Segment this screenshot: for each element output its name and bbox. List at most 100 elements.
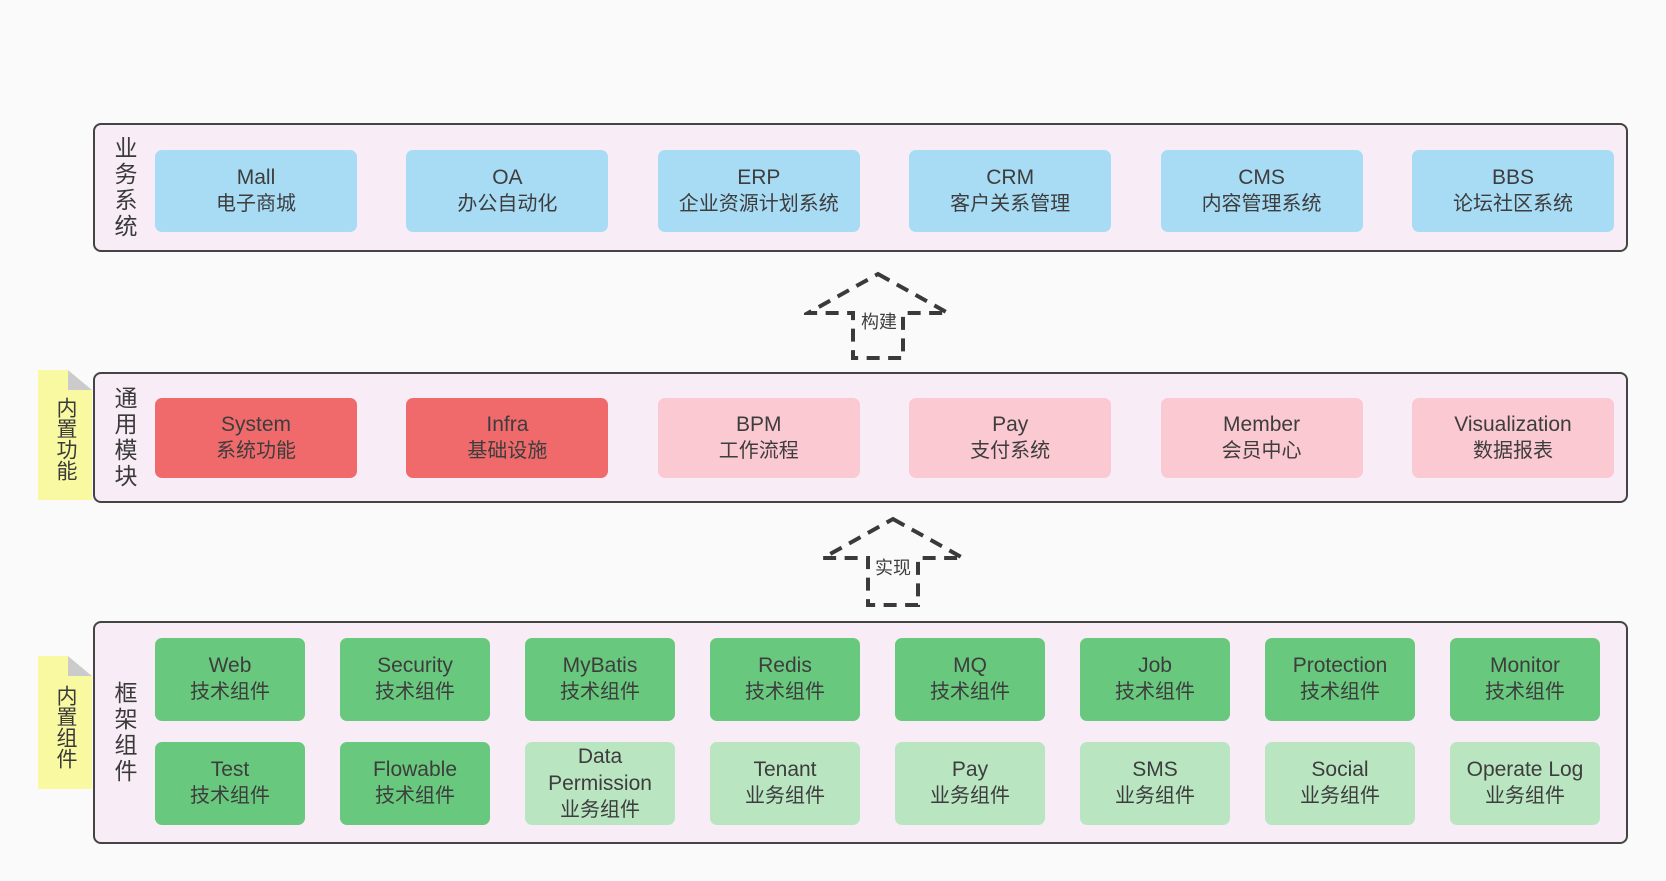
sticky-fold-corner [68, 370, 92, 390]
box-title: OA [492, 165, 523, 189]
box-infra: Infra 基础设施 [406, 398, 609, 478]
box-title: Mall [236, 165, 276, 189]
panel-side-label: 框架组件 [111, 680, 137, 785]
box-subtitle: 基础设施 [467, 439, 548, 462]
box-title: Job [1138, 654, 1172, 678]
panel-side-label: 业务系统 [111, 135, 137, 240]
box-subtitle: 业务组件 [1115, 785, 1195, 808]
box-title: MyBatis [562, 654, 638, 678]
box-bbs: BBS 论坛社区系统 [1411, 150, 1614, 232]
box-flowable: Flowable 技术组件 [340, 742, 490, 825]
box-title: CRM [986, 165, 1035, 189]
panel-side-label: 通用模块 [111, 385, 137, 490]
box-social: Social 业务组件 [1265, 742, 1415, 825]
box-subtitle: 业务组件 [745, 785, 825, 808]
sticky-note-label: 内置组件 [54, 684, 77, 769]
box-title: Redis [758, 654, 812, 678]
box-subtitle: 技术组件 [560, 681, 640, 704]
box-title: BBS [1491, 165, 1534, 189]
box-security: Security 技术组件 [340, 638, 490, 721]
box-title: Data Permission [548, 744, 652, 795]
sticky-fold-corner [68, 656, 92, 676]
sticky-note-label: 内置功能 [54, 397, 77, 481]
box-subtitle: 办公自动化 [457, 192, 558, 215]
box-subtitle: 技术组件 [190, 681, 270, 704]
box-visualization: Visualization 数据报表 [1411, 398, 1614, 478]
box-title: Pay [992, 412, 1029, 436]
box-subtitle: 工作流程 [718, 439, 799, 462]
box-title: Infra [486, 412, 529, 436]
arrow-label-implement: 实现 [872, 557, 914, 580]
box-title: BPM [736, 412, 782, 436]
box-subtitle: 电子商城 [216, 192, 296, 215]
box-title: Tenant [753, 758, 817, 782]
box-monitor: Monitor 技术组件 [1450, 638, 1600, 721]
box-title: Operate Log [1466, 758, 1584, 782]
box-subtitle: 系统功能 [216, 439, 296, 462]
box-system: System 系统功能 [155, 398, 357, 478]
box-title: ERP [737, 165, 781, 189]
box-title: Member [1223, 412, 1301, 436]
box-subtitle: 业务组件 [1485, 785, 1565, 808]
box-subtitle: 技术组件 [745, 681, 825, 704]
box-subtitle: 技术组件 [930, 681, 1010, 704]
box-subtitle: 数据报表 [1472, 439, 1553, 462]
box-cms: CMS 内容管理系统 [1160, 150, 1363, 232]
business-box-row: Mall 电子商城 OA 办公自动化 ERP 企业资源计划系统 CRM 客户关系管理 CMS 内容… [155, 150, 1614, 232]
panel-business-systems: 业务系统 Mall 电子商城 OA 办公自动化 ERP 企业资源计划系统 CRM 客户关系管理… [93, 123, 1628, 252]
box-subtitle: 技术组件 [1485, 681, 1565, 704]
sticky-note-builtin-components: 内置组件 [38, 656, 92, 789]
box-title: System [220, 412, 291, 436]
box-oa: OA 办公自动化 [406, 150, 609, 232]
box-subtitle: 论坛社区系统 [1452, 192, 1573, 215]
box-redis: Redis 技术组件 [710, 638, 860, 721]
box-title: Web [208, 654, 252, 678]
box-pay: Pay 业务组件 [895, 742, 1045, 825]
box-job: Job 技术组件 [1080, 638, 1230, 721]
box-subtitle: 技术组件 [375, 681, 455, 704]
box-mall: Mall 电子商城 [155, 150, 357, 232]
box-subtitle: 内容管理系统 [1201, 192, 1322, 215]
box-subtitle: 业务组件 [560, 798, 640, 821]
box-title: Social [1311, 758, 1369, 782]
box-subtitle: 技术组件 [1115, 681, 1195, 704]
box-crm: CRM 客户关系管理 [909, 150, 1112, 232]
box-bpm: BPM 工作流程 [657, 398, 860, 478]
box-title: Visualization [1454, 412, 1572, 436]
box-subtitle: 技术组件 [1300, 681, 1380, 704]
box-title: CMS [1238, 165, 1285, 189]
box-subtitle: 技术组件 [375, 785, 455, 808]
box-title: Monitor [1489, 654, 1561, 678]
box-member: Member 会员中心 [1160, 398, 1363, 478]
box-erp: ERP 企业资源计划系统 [657, 150, 860, 232]
arrow-label-build: 构建 [858, 311, 900, 334]
box-sms: SMS 业务组件 [1080, 742, 1230, 825]
box-subtitle: 业务组件 [1300, 785, 1380, 808]
box-title: Protection [1292, 654, 1388, 678]
box-web: Web 技术组件 [155, 638, 305, 721]
box-subtitle: 客户关系管理 [950, 192, 1071, 215]
sticky-note-builtin-features: 内置功能 [38, 370, 92, 500]
box-title: SMS [1132, 758, 1178, 782]
box-subtitle: 业务组件 [930, 785, 1010, 808]
box-subtitle: 企业资源计划系统 [678, 192, 839, 215]
box-title: Pay [951, 758, 989, 782]
box-subtitle: 会员中心 [1221, 439, 1302, 462]
box-protection: Protection 技术组件 [1265, 638, 1415, 721]
box-data-permission: Data Permission 业务组件 [525, 742, 675, 825]
box-title: MQ [953, 654, 987, 678]
box-mq: MQ 技术组件 [895, 638, 1045, 721]
box-title: Test [210, 758, 250, 782]
box-title: Security [377, 654, 453, 678]
box-tenant: Tenant 业务组件 [710, 742, 860, 825]
box-title: Flowable [372, 758, 458, 782]
box-operate-log: Operate Log 业务组件 [1450, 742, 1600, 825]
